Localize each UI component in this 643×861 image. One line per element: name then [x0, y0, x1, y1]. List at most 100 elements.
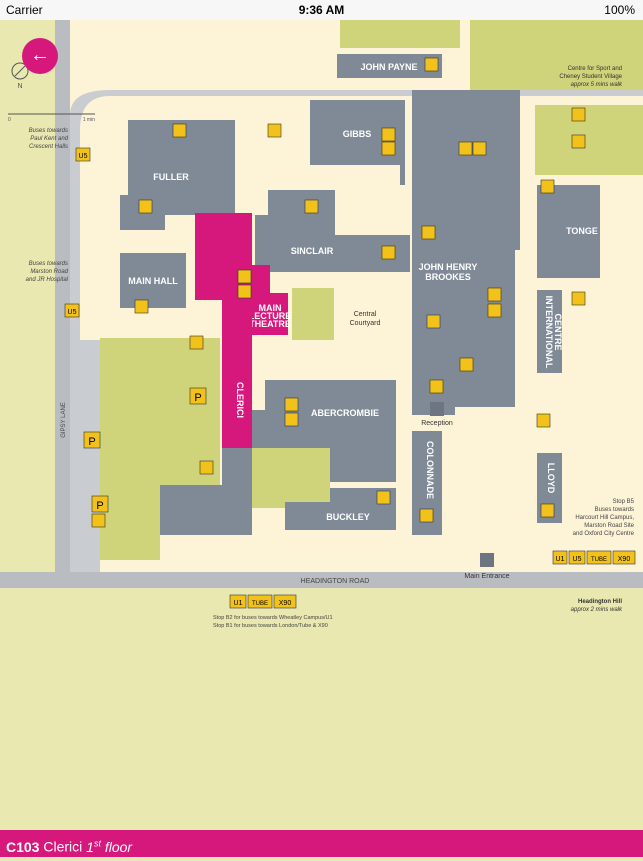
bus-paul-line-1: Buses towards [29, 128, 68, 134]
building-main-hall[interactable]: MAIN HALL [120, 253, 186, 308]
bike-parking-icon [91, 513, 106, 528]
building-john-henry-brookes[interactable]: JOHN HENRY BROOKES [412, 90, 520, 415]
scale-end-label: 1 min [83, 117, 95, 123]
status-bar: Carrier 9:36 AM 100% [0, 0, 643, 20]
accessibility-icon [487, 287, 502, 302]
note-stop-b5: Stop B5 Buses towards Harcourt Hill Camp… [573, 499, 635, 537]
colonnade-label: COLONNADE [425, 441, 435, 499]
arrow-left-icon: ← [30, 44, 50, 66]
bus-paul-line-3: Crescent Halls [29, 144, 68, 150]
accessibility-icon [540, 503, 555, 518]
note-stops-b1-b2: Stop B2 for buses towards Wheatley Campu… [213, 615, 333, 629]
gibbs-label: GIBBS [343, 129, 372, 139]
reception-label: Reception [421, 420, 453, 427]
building-name: Clerici [43, 838, 83, 855]
bike-parking-icon [571, 107, 586, 122]
cash-icon [237, 284, 252, 299]
parking-icon: P [91, 495, 109, 513]
john-payne-label: JOHN PAYNE [360, 62, 417, 72]
route-u5-label: U5 [573, 556, 582, 563]
reception-entrance-icon [430, 402, 444, 416]
clerici-label: CLERICI [235, 382, 245, 418]
accessibility-icon [376, 490, 391, 505]
green-field [340, 20, 460, 48]
sport-line-3: approx 5 mins walk [571, 82, 623, 88]
jhb-label-2: BROOKES [425, 272, 471, 282]
buckley-label: BUCKLEY [326, 512, 370, 522]
building-south-west[interactable] [160, 448, 252, 535]
bus-marston-line-1: Buses towards [29, 261, 68, 267]
lloyd-label: LLOYD [546, 463, 556, 494]
b5-line-1: Stop B5 [613, 499, 635, 505]
main-hall-label: MAIN HALL [128, 276, 178, 286]
abercrombie-label: ABERCROMBIE [311, 408, 379, 418]
accessibility-icon [237, 269, 252, 284]
scale-bar: 0 1 min [8, 113, 95, 123]
mlt-label-2: LECTURE [249, 311, 292, 321]
bike-parking-icon [134, 299, 149, 314]
accessibility-icon [424, 57, 439, 72]
bike-parking-icon [571, 291, 586, 306]
green-field [470, 20, 643, 96]
bus-paul-line-2: Paul Kent and [30, 136, 68, 142]
parking-icon: P [189, 387, 207, 405]
bus-marston-line-2: Marston Road [30, 269, 68, 275]
floor-label: 1st floor [86, 838, 132, 855]
gipsy-lane-road [55, 20, 70, 580]
building-sinclair[interactable]: SINCLAIR [255, 190, 410, 272]
building-tonge[interactable]: TONGE [537, 185, 600, 278]
accessibility-icon [284, 412, 299, 427]
bike-parking-icon [571, 134, 586, 149]
mlt-label-3: THEATRE [249, 319, 291, 329]
info-icon [429, 379, 444, 394]
campus-map[interactable]: JOHN PAYNE GIBBS FULLER SINCLAIR JOHN HE… [0, 20, 643, 830]
bus-badge-u5-west: U5 [64, 303, 80, 318]
location-footer: C103 Clerici 1st floor [0, 830, 643, 857]
accessibility-icon [381, 245, 396, 260]
intl-label-1: INTERNATIONAL [544, 296, 554, 369]
courtyard-label-1: Central [354, 311, 377, 318]
hill-line-2: approx 2 mins walk [571, 607, 623, 613]
floor-suffix: st [93, 838, 101, 848]
route-u1-label: U1 [556, 556, 565, 563]
building-buckley[interactable]: BUCKLEY [285, 488, 396, 530]
b5-line-4: Marston Road Site [584, 523, 634, 529]
b2-line: Stop B2 for buses towards Wheatley Campu… [213, 615, 333, 621]
parking-label: P [96, 500, 103, 512]
accessibility-icon [381, 127, 396, 142]
tonge-label: TONGE [566, 226, 598, 236]
route-x90-label: X90 [618, 556, 631, 563]
route-u5-label: U5 [79, 153, 88, 160]
building-john-payne[interactable]: JOHN PAYNE [337, 54, 442, 78]
building-main-lecture-theatre[interactable]: MAIN LECTURE THEATRE [249, 293, 292, 335]
cafe-icon [138, 199, 153, 214]
info-icon [472, 141, 487, 156]
bus-badge-u5-north: U5 [75, 147, 91, 162]
bike-parking-icon [172, 123, 187, 138]
cafe-icon [426, 314, 441, 329]
green-field [292, 288, 334, 340]
clock: 9:36 AM [298, 3, 345, 17]
bus-badges-b5: U1 U5 TUBE X90 [552, 550, 636, 565]
main-entrance-icon [480, 553, 494, 567]
building-gibbs[interactable]: GIBBS [310, 100, 405, 185]
route-tube-label: TUBE [591, 557, 607, 563]
b5-line-3: Harcourt Hill Campus, [575, 515, 634, 521]
note-buses-paul-kent: Buses towards Paul Kent and Crescent Hal… [29, 128, 69, 150]
accessibility-icon [421, 225, 436, 240]
building-international-centre[interactable]: INTERNATIONAL CENTRE [537, 290, 563, 373]
b5-line-5: and Oxford City Centre [573, 531, 635, 537]
headington-road-label: HEADINGTON ROAD [301, 578, 370, 585]
sport-line-1: Centre for Sport and [568, 66, 622, 72]
battery-level: 100% [604, 3, 635, 17]
mlt-label-1: MAIN [259, 303, 282, 313]
floor-number: 1 [86, 838, 94, 855]
scale-start-label: 0 [8, 117, 11, 123]
bike-parking-icon [267, 123, 282, 138]
south-field [0, 590, 643, 680]
service-road [75, 340, 100, 572]
parking-label: P [88, 436, 95, 448]
bike-parking-icon [536, 413, 551, 428]
sport-line-2: Cheney Student Village [559, 74, 622, 80]
back-button[interactable]: ← [22, 38, 58, 74]
